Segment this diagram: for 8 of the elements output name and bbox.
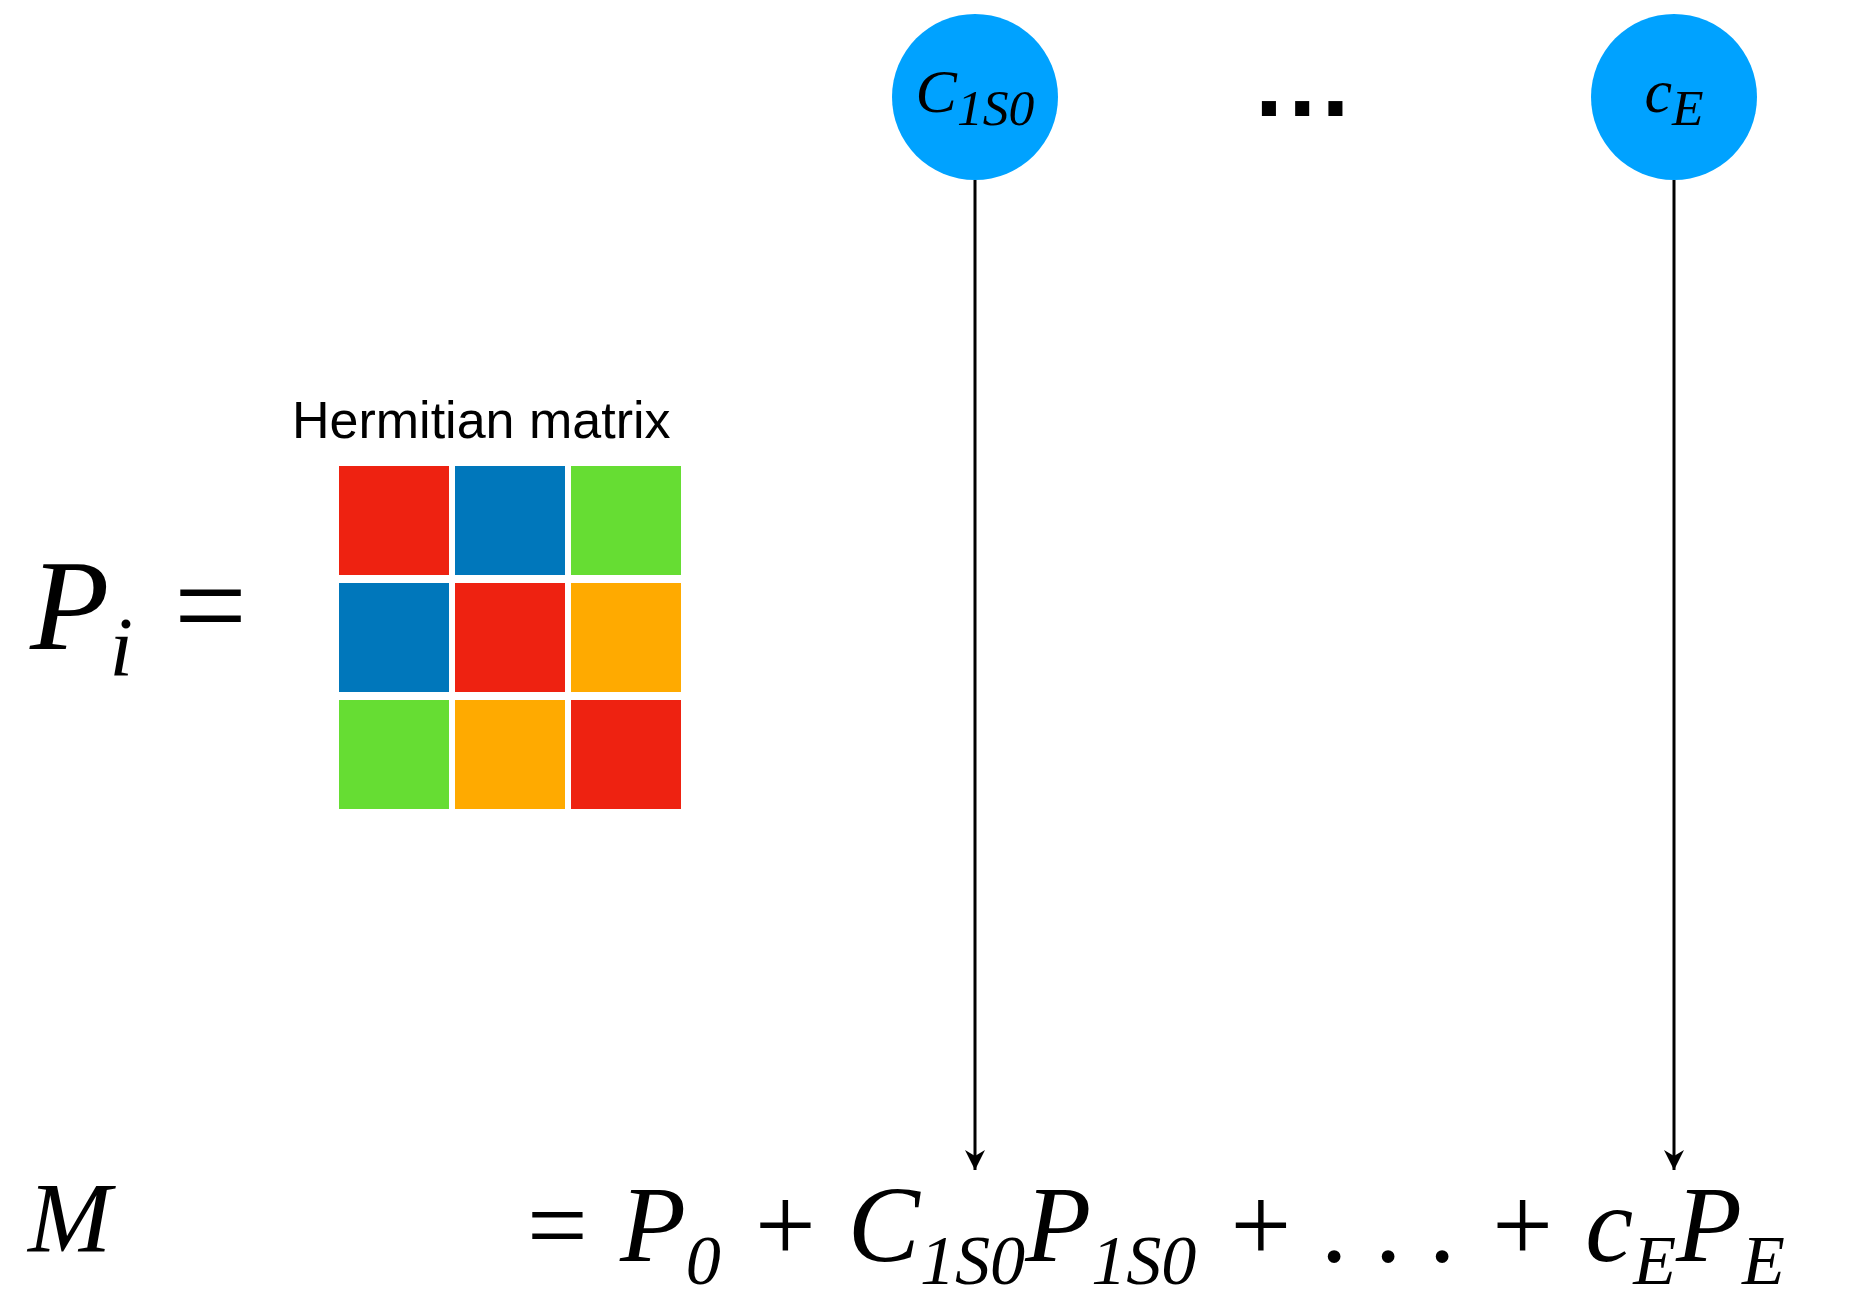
node-label: c$_{E}$	[1644, 56, 1704, 138]
label-text: Hermitian matrix	[292, 390, 671, 450]
arrow	[965, 180, 985, 1170]
arrow	[1664, 180, 1684, 1170]
math-formula: P$_{i}$ =	[30, 532, 254, 696]
dots: ···	[1255, 50, 1355, 165]
math-formula: = P$_{0}$ + C$_{1S0}$P$_{1S0}$ + . . . + c$_{E}$P$_{E}$	[520, 1170, 1785, 1297]
node-label: C$_{1S0}$	[915, 56, 1035, 138]
